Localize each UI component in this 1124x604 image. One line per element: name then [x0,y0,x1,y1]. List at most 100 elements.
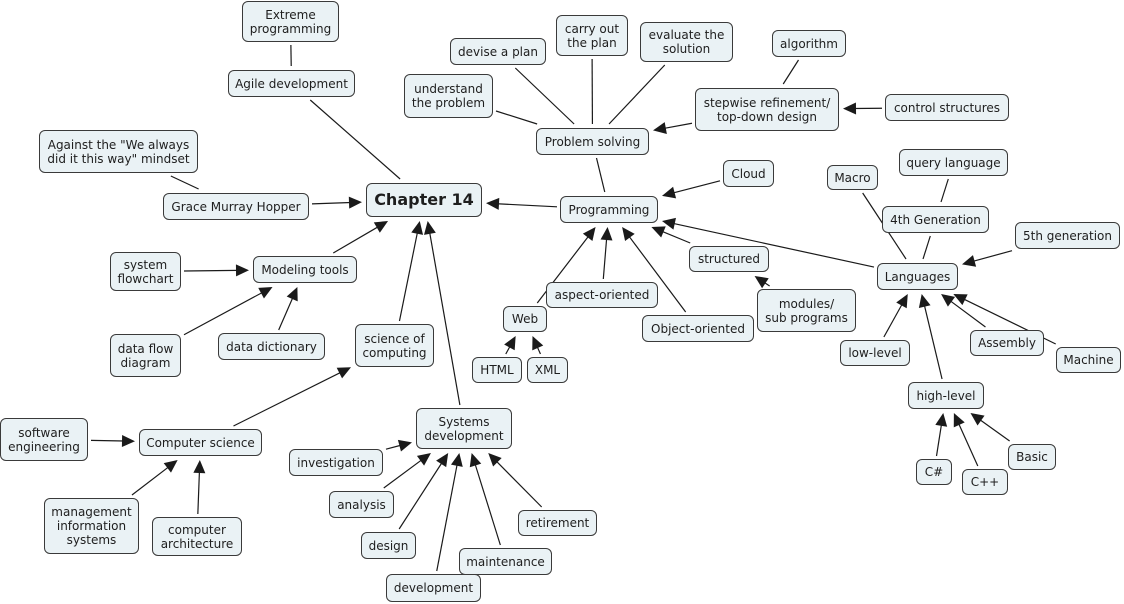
node-against-mindset[interactable]: Against the "We always did it this way" … [39,130,198,173]
node-systems-development[interactable]: Systems development [416,408,512,449]
connector-line [398,231,419,322]
arrowhead-icon [235,264,249,277]
node-cloud[interactable]: Cloud [723,160,774,187]
arrowhead-icon [896,294,908,309]
node-xml[interactable]: XML [527,357,568,383]
node-stepwise-refinement[interactable]: stepwise refinement/ top-down design [695,88,839,131]
connector-modeling-to-chapter14 [332,221,389,254]
connector-line [672,222,875,268]
connector-stepwise-to-problem [653,122,693,134]
node-modules-sub-programs[interactable]: modules/ sub programs [757,289,856,332]
node-modeling-tools[interactable]: Modeling tools [253,256,357,283]
connector-line [474,463,501,546]
connector-line [940,178,949,203]
node-understand-the-problem[interactable]: understand the problem [404,74,493,118]
arrowhead-icon [436,453,449,468]
connector-query-to-gen4 [940,178,949,203]
node-macro[interactable]: Macro [827,165,878,190]
arrowhead-icon [397,439,412,452]
arrowhead-icon [488,453,502,467]
connector-line [197,470,201,515]
node-computer-architecture[interactable]: computer architecture [152,517,242,556]
node-5th-generation[interactable]: 5th generation [1015,222,1120,249]
node-csharp[interactable]: C# [916,459,952,485]
connector-control-to-stepwise [843,102,883,115]
connector-object-to-programming [622,227,687,313]
connector-highlevel-to-languages [918,294,943,380]
connector-devise-to-problem [514,67,575,125]
node-chapter14[interactable]: Chapter 14 [366,183,482,217]
connector-languages-to-programming [662,217,875,268]
connector-structured-to-programming [651,226,691,244]
node-retirement[interactable]: retirement [518,510,597,536]
node-html[interactable]: HTML [472,357,522,383]
node-control-structures[interactable]: control structures [885,94,1009,121]
node-grace-murray-hopper[interactable]: Grace Murray Hopper [163,193,309,220]
connector-line [957,422,979,467]
connector-lowlevel-to-languages [883,294,908,338]
arrowhead-icon [532,336,544,351]
node-investigation[interactable]: investigation [289,449,383,476]
arrowhead-icon [416,453,431,466]
node-software-engineering[interactable]: software engineering [0,418,88,461]
node-development[interactable]: development [386,574,481,602]
connector-datadict-to-modeling [278,287,298,331]
node-aspect-oriented[interactable]: aspect-oriented [546,282,658,308]
connector-line [672,180,721,194]
node-agile-development[interactable]: Agile development [228,70,355,97]
node-data-flow-diagram[interactable]: data flow diagram [110,334,181,377]
connector-xml-to-web [532,336,544,355]
connector-algorithm-to-stepwise [782,59,800,85]
node-languages[interactable]: Languages [877,263,958,290]
connector-html-to-web [504,336,516,355]
node-low-level[interactable]: low-level [840,340,910,366]
connector-evaluate-to-problem [608,64,666,125]
connector-retirement-to-sysdev [488,453,543,508]
node-machine[interactable]: Machine [1056,347,1121,373]
arrowhead-icon [486,197,500,210]
node-structured[interactable]: structured [689,246,769,272]
arrowhead-icon [450,453,463,467]
node-computer-science[interactable]: Computer science [139,429,262,456]
node-science-of-computing[interactable]: science of computing [355,324,434,367]
node-basic[interactable]: Basic [1008,444,1056,470]
node-carry-out-the-plan[interactable]: carry out the plan [556,15,628,56]
connector-line [628,235,687,313]
node-evaluate-the-solution[interactable]: evaluate the solution [640,22,733,62]
node-query-language[interactable]: query language [899,149,1008,176]
node-maintenance[interactable]: maintenance [459,548,552,575]
connector-modules-to-structured [754,276,770,289]
arrowhead-icon [336,367,351,379]
connector-line [514,67,575,125]
node-assembly[interactable]: Assembly [970,330,1044,356]
node-object-oriented[interactable]: Object-oriented [642,315,754,342]
arrowhead-icon [163,460,178,473]
connector-aspect-to-programming [600,227,613,280]
connector-line [183,291,264,336]
connector-line [496,203,558,208]
connector-gen4-to-languages [922,235,931,260]
node-cpp[interactable]: C++ [962,469,1008,495]
node-design[interactable]: design [361,532,416,559]
connector-line [398,461,443,530]
node-extreme-programming[interactable]: Extreme programming [242,1,339,42]
connector-sysdev-to-chapter14 [424,221,461,406]
node-programming[interactable]: Programming [560,196,658,223]
connector-development-to-sysdev [436,453,463,572]
node-data-dictionary[interactable]: data dictionary [218,333,325,360]
connector-softeng-to-compsci [90,434,135,447]
arrowhead-icon [258,287,273,299]
node-high-level[interactable]: high-level [908,382,984,409]
node-algorithm[interactable]: algorithm [772,30,846,57]
node-devise-a-plan[interactable]: devise a plan [450,38,546,65]
connector-line [782,59,800,85]
node-problem-solving[interactable]: Problem solving [536,128,649,155]
node-analysis[interactable]: analysis [329,491,394,518]
connector-science-to-chapter14 [398,221,424,322]
node-system-flowchart[interactable]: system flowchart [110,252,181,291]
node-web[interactable]: Web [503,306,547,332]
connector-compsci-to-science [233,367,351,427]
node-management-information-systems[interactable]: management information systems [44,498,139,554]
node-4th-generation[interactable]: 4th Generation [882,206,989,233]
arrowhead-icon [662,186,677,199]
